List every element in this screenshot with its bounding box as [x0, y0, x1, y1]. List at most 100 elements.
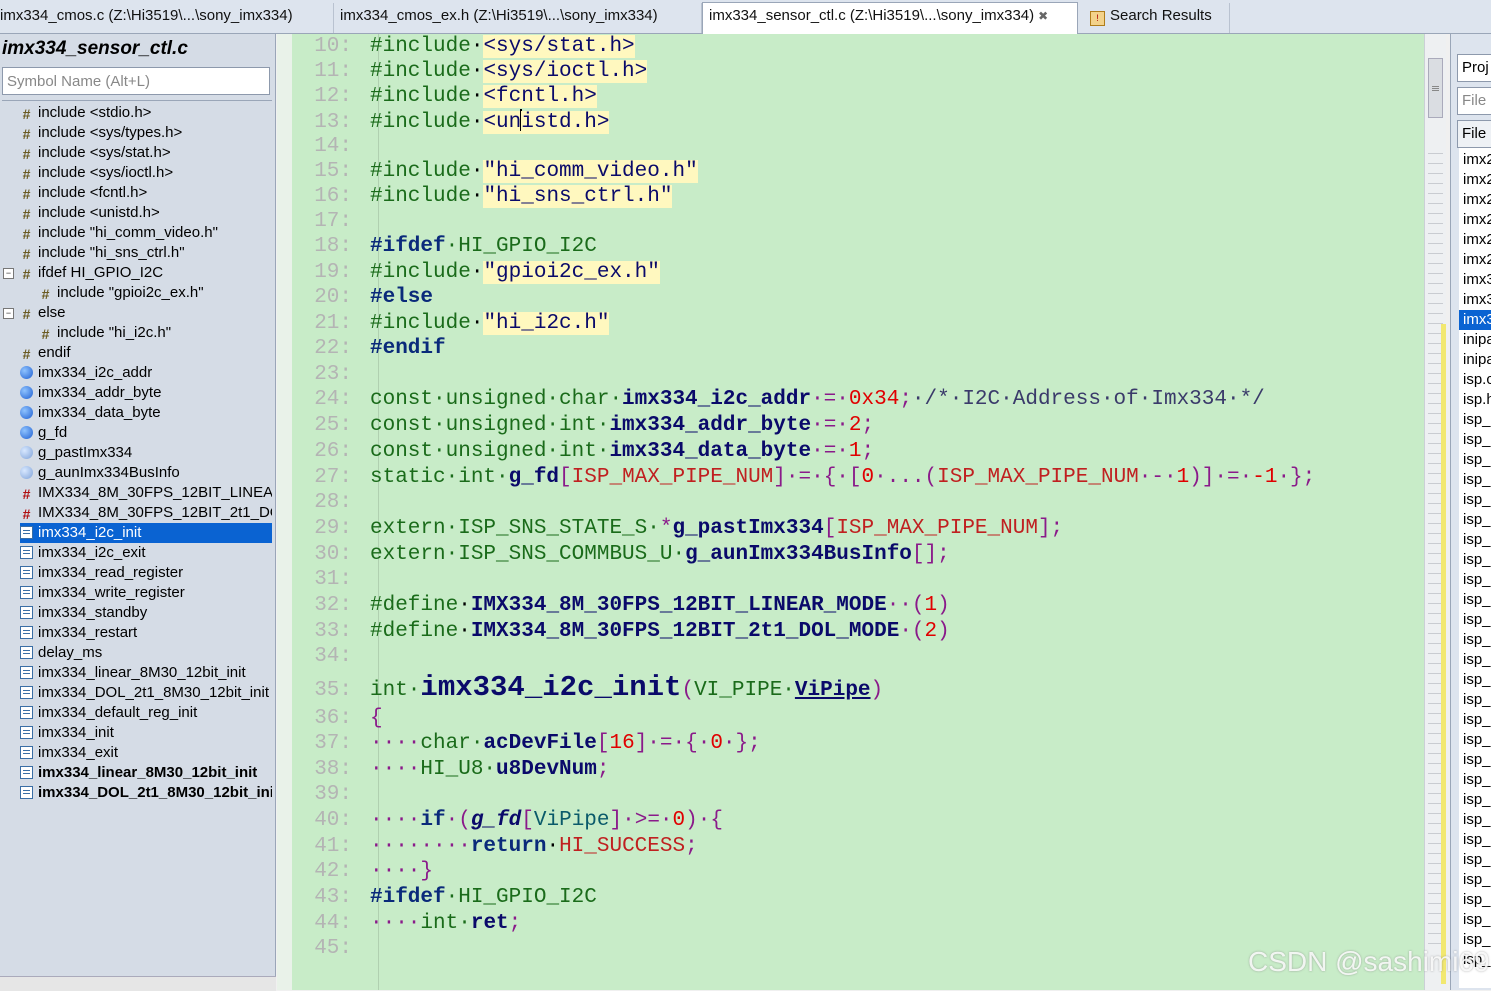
- project-file-item[interactable]: imx2: [1463, 151, 1491, 168]
- project-file-item[interactable]: isp_: [1463, 711, 1491, 728]
- symbol-item[interactable]: #include <sys/stat.h>: [20, 143, 272, 163]
- symbol-item[interactable]: imx334_data_byte: [20, 403, 272, 423]
- symbol-item[interactable]: #IMX334_8M_30FPS_12BIT_2t1_DOL_MODE: [20, 503, 272, 523]
- project-file-item[interactable]: imx2: [1463, 171, 1491, 188]
- symbol-item[interactable]: imx334_linear_8M30_12bit_init: [20, 763, 272, 783]
- symbol-item[interactable]: #include <sys/types.h>: [20, 123, 272, 143]
- collapse-toggle-icon[interactable]: −: [3, 308, 14, 319]
- symbol-item[interactable]: delay_ms: [20, 643, 272, 663]
- project-file-item[interactable]: isp_: [1463, 751, 1491, 768]
- symbol-item[interactable]: imx334_DOL_2t1_8M30_12bit_init: [20, 683, 272, 703]
- project-file-item[interactable]: imx3: [1463, 291, 1491, 308]
- project-file-item[interactable]: isp_: [1463, 451, 1491, 468]
- symbol-item[interactable]: imx334_write_register: [20, 583, 272, 603]
- project-file-item[interactable]: isp_: [1463, 651, 1491, 668]
- symbol-item[interactable]: #endif: [20, 343, 272, 363]
- project-file-item[interactable]: isp_: [1463, 731, 1491, 748]
- project-file-item[interactable]: isp_: [1463, 511, 1491, 528]
- symbol-item[interactable]: #ifdef HI_GPIO_I2C: [20, 263, 272, 283]
- project-file-item[interactable]: imx3: [1459, 310, 1491, 330]
- project-file-item[interactable]: isp_: [1463, 531, 1491, 548]
- code-token: ·: [470, 312, 484, 335]
- project-file-item[interactable]: isp_: [1463, 831, 1491, 848]
- project-file-item[interactable]: isp_: [1463, 671, 1491, 688]
- project-file-item[interactable]: isp_: [1463, 431, 1491, 448]
- project-file-item[interactable]: isp_: [1463, 571, 1491, 588]
- project-file-item[interactable]: isp_: [1463, 811, 1491, 828]
- project-file-item[interactable]: imx2: [1463, 211, 1491, 228]
- project-file-item[interactable]: isp_: [1463, 611, 1491, 628]
- tab-2[interactable]: imx334_sensor_ctl.c (Z:\Hi3519\...\sony_…: [702, 2, 1078, 34]
- symbol-item[interactable]: imx334_init: [20, 723, 272, 743]
- symbol-item[interactable]: #include <fcntl.h>: [20, 183, 272, 203]
- project-file-item[interactable]: isp_: [1463, 951, 1491, 968]
- symbol-item[interactable]: g_aunImx334BusInfo: [20, 463, 272, 483]
- code-editor[interactable]: 10:#include·<sys/stat.h>11:#include·<sys…: [292, 34, 1424, 990]
- project-file-item[interactable]: imx2: [1463, 191, 1491, 208]
- symbol-item[interactable]: #include <sys/ioctl.h>: [20, 163, 272, 183]
- project-file-item[interactable]: isp.c: [1463, 371, 1491, 388]
- symbol-search-input[interactable]: Symbol Name (Alt+L): [2, 67, 270, 95]
- symbol-item[interactable]: g_fd: [20, 423, 272, 443]
- symbol-item[interactable]: #include "hi_i2c.h": [39, 323, 272, 343]
- project-file-item[interactable]: isp_: [1463, 891, 1491, 908]
- symbol-item[interactable]: #include "gpioi2c_ex.h": [39, 283, 272, 303]
- scrollbar-thumb[interactable]: [1428, 58, 1443, 118]
- code-token: #include: [370, 261, 471, 284]
- project-file-item[interactable]: imx2: [1463, 231, 1491, 248]
- symbol-item[interactable]: #include "hi_sns_ctrl.h": [20, 243, 272, 263]
- symbol-item[interactable]: imx334_DOL_2t1_8M30_12bit_init: [20, 783, 272, 803]
- project-file-item[interactable]: inipa: [1463, 331, 1491, 348]
- project-file-item[interactable]: isp_: [1463, 591, 1491, 608]
- symbol-item[interactable]: imx334_i2c_addr: [20, 363, 272, 383]
- project-file-item[interactable]: isp_: [1463, 491, 1491, 508]
- project-file-search-input[interactable]: File: [1457, 87, 1491, 115]
- symbol-item[interactable]: imx334_standby: [20, 603, 272, 623]
- tab-3[interactable]: !Search Results: [1080, 3, 1230, 33]
- code-token: ········: [370, 835, 471, 858]
- editor-vertical-scrollbar[interactable]: [1424, 34, 1446, 990]
- symbol-item[interactable]: imx334_addr_byte: [20, 383, 272, 403]
- project-file-column-header[interactable]: File: [1457, 120, 1491, 148]
- project-file-item[interactable]: imx2: [1463, 251, 1491, 268]
- symbol-item[interactable]: #include <unistd.h>: [20, 203, 272, 223]
- symbol-item[interactable]: imx334_read_register: [20, 563, 272, 583]
- tab-close-icon[interactable]: ✖: [1038, 9, 1049, 23]
- symbol-item[interactable]: imx334_restart: [20, 623, 272, 643]
- project-file-item[interactable]: isp_: [1463, 771, 1491, 788]
- symbol-item[interactable]: g_pastImx334: [20, 443, 272, 463]
- project-file-item[interactable]: isp_: [1463, 471, 1491, 488]
- symbol-item[interactable]: #IMX334_8M_30FPS_12BIT_LINEAR_MODE: [20, 483, 272, 503]
- symbol-item[interactable]: imx334_linear_8M30_12bit_init: [20, 663, 272, 683]
- symbol-item[interactable]: imx334_default_reg_init: [20, 703, 272, 723]
- symbol-item[interactable]: imx334_exit: [20, 743, 272, 763]
- project-file-item[interactable]: isp_: [1463, 931, 1491, 948]
- symbol-item-label: include "hi_comm_video.h": [38, 224, 218, 241]
- symbol-item[interactable]: #else: [20, 303, 272, 323]
- code-token: ViPipe: [533, 809, 610, 832]
- symbol-item[interactable]: #include <stdio.h>: [20, 103, 272, 123]
- code-token: ]·=·{·[: [773, 466, 862, 489]
- project-file-item[interactable]: isp_: [1463, 631, 1491, 648]
- project-file-item[interactable]: isp.h: [1463, 391, 1491, 408]
- project-file-item[interactable]: imx3: [1463, 271, 1491, 288]
- project-file-item[interactable]: isp_: [1463, 411, 1491, 428]
- symbol-item[interactable]: imx334_i2c_init: [20, 523, 272, 543]
- project-file-item[interactable]: isp_: [1463, 791, 1491, 808]
- collapse-toggle-icon[interactable]: −: [3, 268, 14, 279]
- project-file-item[interactable]: inipa: [1463, 351, 1491, 368]
- code-token: 2: [924, 620, 938, 643]
- tab-0[interactable]: imx334_cmos.c (Z:\Hi3519\...\sony_imx334…: [0, 3, 334, 33]
- symbol-item-label: imx334_i2c_exit: [38, 544, 146, 561]
- project-file-item[interactable]: isp_: [1463, 851, 1491, 868]
- tab-1[interactable]: imx334_cmos_ex.h (Z:\Hi3519\...\sony_imx…: [334, 3, 702, 33]
- project-file-item[interactable]: isp_: [1463, 691, 1491, 708]
- symbol-item[interactable]: #include "hi_comm_video.h": [20, 223, 272, 243]
- project-file-item[interactable]: isp_: [1463, 871, 1491, 888]
- project-file-item[interactable]: isp_: [1463, 551, 1491, 568]
- project-file-item[interactable]: isp_: [1463, 911, 1491, 928]
- symbol-item-label: imx334_read_register: [38, 564, 184, 581]
- project-tab[interactable]: Proj: [1457, 54, 1491, 82]
- code-line: 38:····HI_U8·u8DevNum;: [292, 757, 609, 783]
- symbol-item[interactable]: imx334_i2c_exit: [20, 543, 272, 563]
